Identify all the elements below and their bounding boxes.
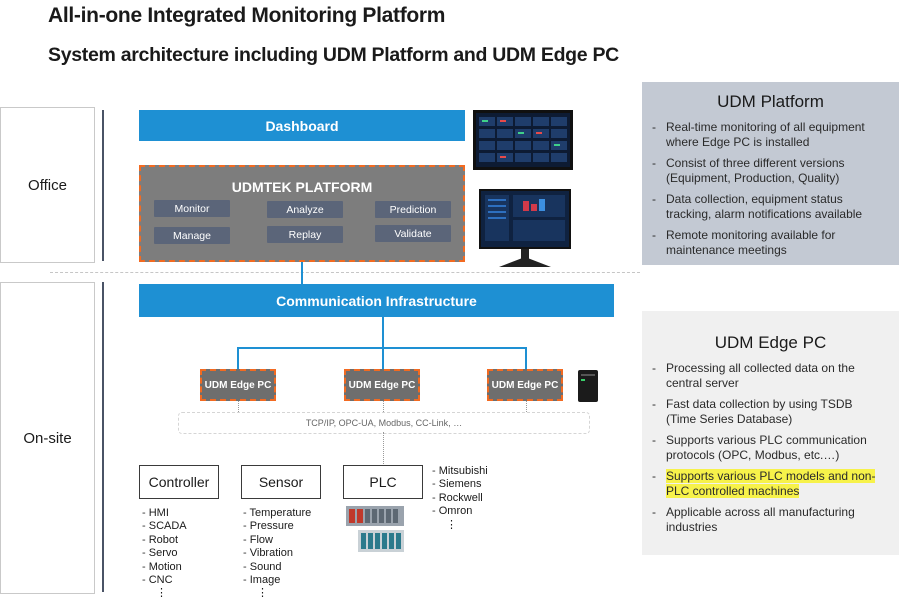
office-divider-line: [102, 110, 104, 261]
zone-office-label: Office: [28, 176, 67, 194]
list-item: Motion: [142, 561, 187, 574]
list-ellipsis: ⋮: [257, 587, 268, 600]
protocol-line-3: [526, 401, 527, 412]
communication-infrastructure-bar: Communication Infrastructure: [139, 284, 614, 317]
udm-edge-pc-bullets: Processing all collected data on the cen…: [652, 361, 885, 535]
function-analyze: Analyze: [267, 201, 343, 218]
plc-box: PLC: [343, 465, 423, 499]
controller-label: Controller: [148, 474, 210, 490]
sensor-box: Sensor: [241, 465, 321, 499]
highlighted-text: Supports various PLC models and non-PLC …: [666, 469, 876, 498]
list-ellipsis: ⋮: [156, 587, 167, 600]
protocol-line-1: [238, 401, 239, 412]
list-item: Applicable across all manufacturing indu…: [652, 505, 885, 535]
protocol-line-2: [383, 401, 384, 412]
list-item: HMI: [142, 507, 187, 520]
list-item-highlighted: Supports various PLC models and non-PLC …: [652, 469, 885, 499]
udm-platform-panel: UDM Platform Real-time monitoring of all…: [642, 82, 899, 265]
edge-pc-hardware-image: [578, 370, 598, 402]
list-item: Robot: [142, 534, 187, 547]
list-item: Real-time monitoring of all equipment wh…: [652, 120, 885, 150]
onsite-divider-line: [102, 282, 104, 592]
list-item: Mitsubishi: [432, 465, 488, 478]
edge-pc-node-3: UDM Edge PC: [487, 369, 563, 401]
function-manage: Manage: [154, 227, 230, 244]
communication-label: Communication Infrastructure: [276, 292, 477, 309]
udm-platform-title: UDM Platform: [717, 92, 824, 111]
list-item: Data collection, equipment status tracki…: [652, 192, 885, 222]
list-item: Flow: [243, 534, 311, 547]
list-item: Rockwell: [432, 492, 488, 505]
list-item: SCADA: [142, 520, 187, 533]
list-item: Fast data collection by using TSDB (Time…: [652, 397, 885, 427]
list-item: Processing all collected data on the cen…: [652, 361, 885, 391]
edge-pc-label: UDM Edge PC: [491, 379, 559, 391]
monitor-screen-image: [479, 189, 571, 269]
function-prediction: Prediction: [375, 201, 451, 218]
plc-list: Mitsubishi Siemens Rockwell Omron ⋮: [432, 465, 488, 532]
udm-edge-pc-panel: UDM Edge PC Processing all collected dat…: [642, 311, 899, 555]
list-item: Supports various PLC communication proto…: [652, 433, 885, 463]
page-subtitle: System architecture including UDM Platfo…: [48, 44, 619, 66]
list-item: CNC: [142, 574, 187, 587]
controller-box: Controller: [139, 465, 219, 499]
function-monitor: Monitor: [154, 200, 230, 217]
page-title: All-in-one Integrated Monitoring Platfor…: [48, 4, 446, 27]
comm-trunk-line: [382, 317, 384, 348]
zone-separator: [50, 272, 640, 273]
list-item: Servo: [142, 547, 187, 560]
edge-drop-line-3: [525, 347, 527, 369]
platform-title: UDMTEK PLATFORM: [231, 179, 373, 195]
list-item: Sound: [243, 561, 311, 574]
list-item: Consist of three different versions (Equ…: [652, 156, 885, 186]
edge-pc-node-1: UDM Edge PC: [200, 369, 276, 401]
list-item: Image: [243, 574, 311, 587]
udm-edge-pc-title: UDM Edge PC: [714, 333, 827, 352]
dashboard-bar: Dashboard: [139, 110, 465, 141]
zone-onsite: On-site: [0, 282, 95, 594]
list-item: Omron: [432, 505, 488, 518]
list-item: Vibration: [243, 547, 311, 560]
platform-connector: [301, 262, 303, 284]
list-item: Temperature: [243, 507, 312, 520]
protocols-text: TCP/IP, OPC-UA, Modbus, CC-Link, …: [305, 418, 463, 428]
plc-hardware-image: [346, 504, 406, 554]
zone-onsite-label: On-site: [23, 429, 72, 447]
list-ellipsis: ⋮: [446, 518, 457, 531]
function-validate: Validate: [375, 225, 451, 242]
sensor-label: Sensor: [258, 474, 304, 490]
list-item: Pressure: [243, 520, 311, 533]
edge-pc-label: UDM Edge PC: [348, 379, 416, 391]
udm-platform-bullets: Real-time monitoring of all equipment wh…: [652, 120, 885, 258]
list-item: Siemens: [432, 478, 488, 491]
edge-pc-label: UDM Edge PC: [204, 379, 272, 391]
function-replay: Replay: [267, 226, 343, 243]
protocols-strip: TCP/IP, OPC-UA, Modbus, CC-Link, …: [178, 412, 590, 434]
dashboard-label: Dashboard: [265, 117, 339, 134]
controller-list: HMI SCADA Robot Servo Motion CNC ⋮: [142, 507, 187, 601]
zone-office: Office: [0, 107, 95, 263]
plc-label: PLC: [369, 474, 397, 490]
edge-drop-line-2: [382, 347, 384, 369]
list-item: Remote monitoring available for maintena…: [652, 228, 885, 258]
edge-pc-node-2: UDM Edge PC: [344, 369, 420, 401]
protocol-down-line: [383, 432, 384, 466]
dashboard-monitor-image: [473, 110, 573, 170]
edge-drop-line-1: [237, 347, 239, 369]
sensor-list: Temperature Pressure Flow Vibration Soun…: [243, 507, 312, 601]
